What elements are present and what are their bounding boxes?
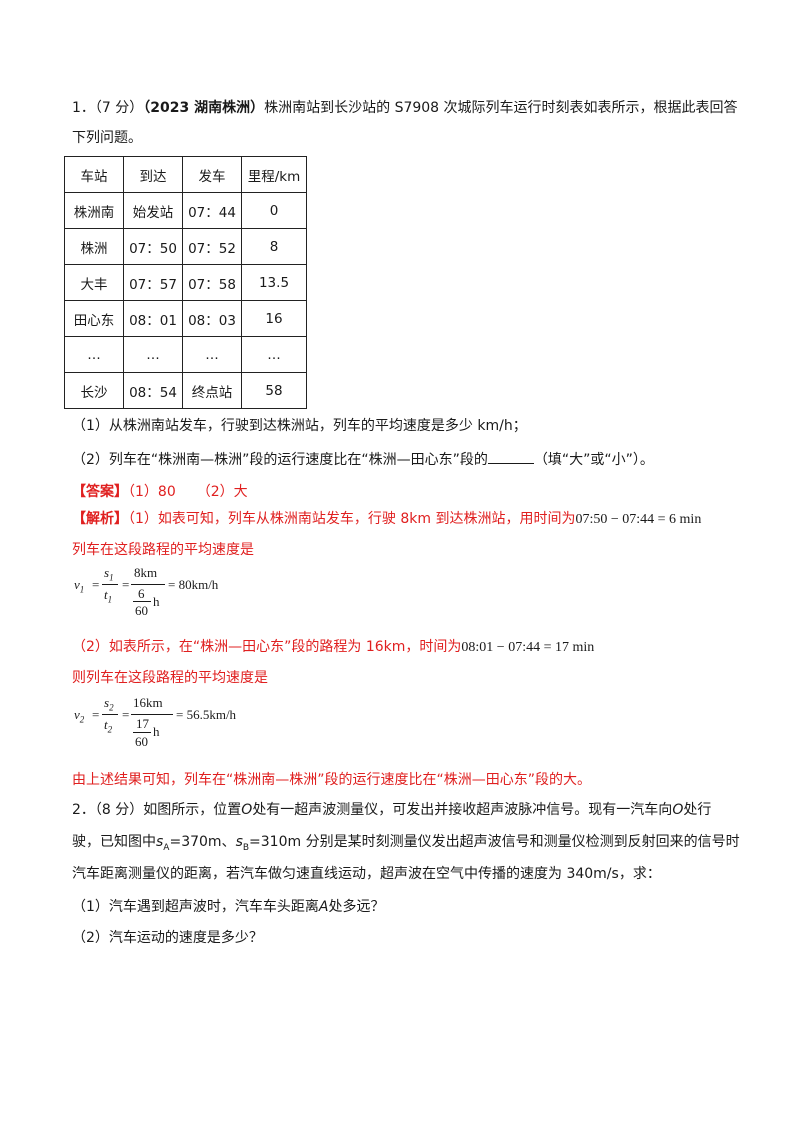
analysis-math-1: 07:50 − 07:44 = 6 min <box>575 512 702 527</box>
table-cell: 07：57 <box>123 264 183 301</box>
q1-sub2: （2）列车在“株洲南—株洲”段的运行速度比在“株洲—田心东”段的 （填“大”或“小… <box>72 449 654 470</box>
fraction-bar <box>131 584 165 585</box>
fraction-bar <box>102 714 118 715</box>
table-cell: 07：58 <box>182 264 242 301</box>
eq2-num: 16km <box>133 695 163 710</box>
table-cell: 大丰 <box>64 264 124 301</box>
q1-stem-line1: 1．（7 分）（2023 湖南株洲）株洲南站到长沙站的 S7908 次城际列车运… <box>72 98 738 118</box>
table-cell: 长沙 <box>64 372 124 409</box>
eq2-den-num: 17 <box>136 716 149 731</box>
eq1-den-unit: h <box>153 594 160 609</box>
table-cell: 07：52 <box>182 228 242 265</box>
answer-blank <box>487 449 534 464</box>
q2-sub1: （1）汽车遇到超声波时，汽车车头距离A处多远？ <box>72 899 385 915</box>
eq1-num-s: s1 <box>104 565 114 583</box>
analysis-text-3: （2）如表所示，在“株洲—田心东”段的路程为 16km，时间为 <box>72 639 462 655</box>
table-row: 大丰 07：57 07：58 13.5 <box>64 264 307 301</box>
analysis-line4: 则列车在这段路程的平均速度是 <box>72 670 268 686</box>
table-cell: 08：54 <box>123 372 183 409</box>
eq2-den-den: 60 <box>135 734 148 749</box>
table-row: 株洲 07：50 07：52 8 <box>64 228 307 265</box>
eq2-lhs: v2 <box>74 707 85 725</box>
q1-stem-a: 株洲南站到长沙站的 S7908 次城际列车运行时刻表如表所示，根据此表回答 <box>264 100 738 116</box>
q1-sub1: （1）从株洲南站发车，行驶到达株洲站，列车的平均速度是多少 km/h； <box>72 418 527 434</box>
table-cell: 终点站 <box>182 372 242 409</box>
table-cell: … <box>241 336 307 373</box>
analysis-line1: 【解析】（1）如表可知，列车从株洲南站发车，行驶 8km 到达株洲站，用时间为0… <box>72 509 701 530</box>
q1-number: 1． <box>72 100 95 116</box>
timetable: 车站 到达 发车 里程/km 株洲南 始发站 07：44 0 株洲 07：50 … <box>64 156 307 409</box>
table-cell: 8 <box>241 228 307 265</box>
fraction-bar <box>133 732 151 733</box>
analysis-math-3: 08:01 − 07:44 = 17 min <box>461 640 595 655</box>
table-cell: 田心东 <box>64 300 124 337</box>
table-cell: 13.5 <box>241 264 307 301</box>
eq2-num-s: s2 <box>104 695 114 713</box>
eq1-den-t: t1 <box>104 587 113 605</box>
table-cell: 株洲南 <box>64 192 124 229</box>
table-row: 田心东 08：01 08：03 16 <box>64 300 307 337</box>
eq1-den-num: 6 <box>138 586 145 601</box>
table-cell: 08：01 <box>123 300 183 337</box>
table-cell: … <box>123 336 183 373</box>
eq2-den-unit: h <box>153 724 160 739</box>
table-cell: 株洲 <box>64 228 124 265</box>
q2-line3: 汽车距离测量仪的距离，若汽车做匀速直线运动，超声波在空气中传播的速度为 340m… <box>72 866 661 882</box>
table-row: 长沙 08：54 终点站 58 <box>64 372 307 409</box>
eq2-result: = 56.5km/h <box>176 707 237 722</box>
eq1-lhs: v1 <box>74 577 85 595</box>
q2-line1: 2．（8 分）如图所示，位置O处有一超声波测量仪，可发出并接收超声波脉冲信号。现… <box>72 802 712 818</box>
th-station: 车站 <box>64 156 124 193</box>
eq2-den-t: t2 <box>104 717 113 735</box>
fraction-bar <box>131 714 173 715</box>
q1-score: （7 分） <box>94 100 144 116</box>
answer-label: 【答案】 <box>72 484 128 500</box>
eq1-den-den: 60 <box>135 603 148 618</box>
table-cell: 07：44 <box>182 192 242 229</box>
table-cell: 07：50 <box>123 228 183 265</box>
th-depart: 发车 <box>182 156 242 193</box>
q2-sub2: （2）汽车运动的速度是多少？ <box>72 930 263 946</box>
eq1-result: = 80km/h <box>168 577 219 592</box>
th-arrive: 到达 <box>123 156 183 193</box>
analysis-label: 【解析】 <box>72 511 128 527</box>
table-cell: 58 <box>241 372 307 409</box>
table-cell: 16 <box>241 300 307 337</box>
table-cell: 始发站 <box>123 192 183 229</box>
analysis-line3: （2）如表所示，在“株洲—田心东”段的路程为 16km，时间为08:01 − 0… <box>72 637 594 658</box>
analysis-line2: 列车在这段路程的平均速度是 <box>72 542 254 558</box>
q1-stem-line2: 下列问题。 <box>72 130 142 146</box>
analysis-text-1: （1）如表可知，列车从株洲南站发车，行驶 8km 到达株洲站，用时间为 <box>128 511 576 527</box>
q2-line2: 驶，已知图中sA=370m、sB=310m 分别是某时刻测量仪发出超声波信号和测… <box>72 834 740 853</box>
table-cell: … <box>182 336 242 373</box>
timetable-header: 车站 到达 发车 里程/km <box>64 156 307 193</box>
q1-sub2-a: （2）列车在“株洲南—株洲”段的运行速度比在“株洲—田心东”段的 <box>72 452 488 468</box>
answer-line: 【答案】（1）80 （2）大 <box>72 482 248 502</box>
table-cell: 0 <box>241 192 307 229</box>
table-row: … … … … <box>64 336 307 373</box>
th-distance: 里程/km <box>241 156 307 193</box>
analysis-conclusion: 由上述结果可知，列车在“株洲南—株洲”段的运行速度比在“株洲—田心东”段的大。 <box>72 772 592 788</box>
table-cell: 08：03 <box>182 300 242 337</box>
fraction-bar <box>133 601 151 602</box>
q1-sub2-b: （填“大”或“小”）。 <box>533 452 654 468</box>
answer-text: （1）80 （2）大 <box>128 484 248 500</box>
eq1-num: 8km <box>134 565 158 580</box>
fraction-bar <box>102 584 118 585</box>
q1-source: （2023 湖南株洲） <box>143 100 265 116</box>
table-row: 株洲南 始发站 07：44 0 <box>64 192 307 229</box>
table-cell: … <box>64 336 124 373</box>
